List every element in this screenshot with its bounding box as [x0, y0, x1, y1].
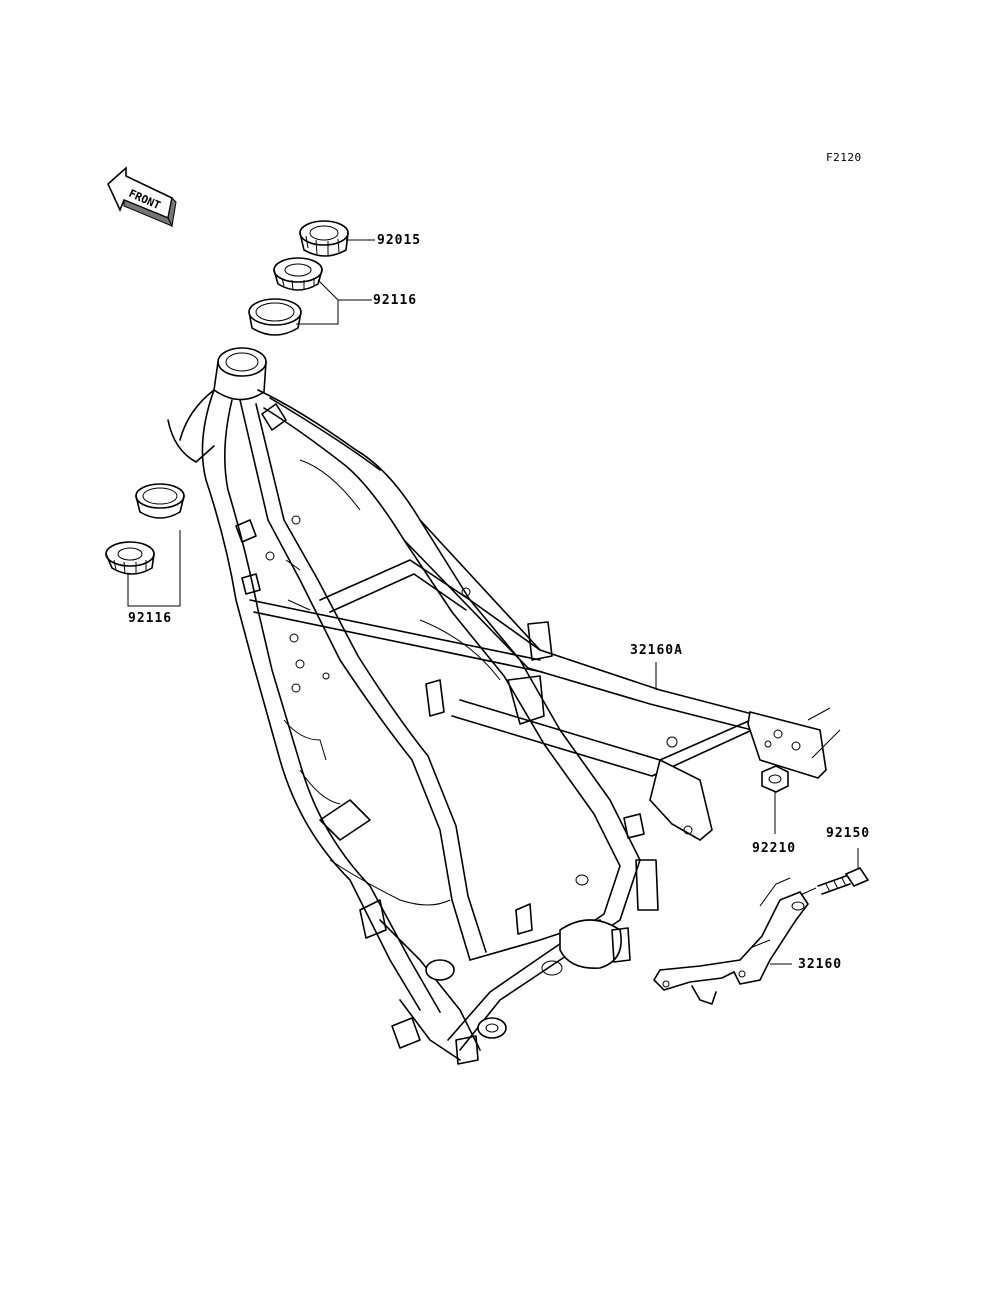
- lower-bearing-part: [105, 541, 155, 575]
- upper-bearing-part: [273, 257, 323, 291]
- stem-nut-part: [299, 220, 375, 257]
- nut-part: [761, 765, 789, 834]
- stay-part: [652, 877, 809, 1005]
- upper-race-part: [248, 298, 302, 336]
- figure-id: F2120: [826, 151, 862, 164]
- part-label-lower-bearing: 92116: [128, 611, 173, 626]
- bolt-part: [797, 848, 870, 897]
- upper-bearing-leader: [296, 279, 372, 325]
- part-label-stay: 32160: [798, 957, 843, 972]
- part-label-bolt: 92150: [826, 826, 871, 841]
- lower-bearing-leader: [127, 530, 181, 607]
- part-label-nut: 92210: [752, 841, 797, 856]
- part-label-stem-nut: 92015: [377, 233, 422, 248]
- lower-race-part: [135, 483, 185, 519]
- part-label-upper-bearing: 92116: [373, 293, 418, 308]
- main-frame-part: [167, 347, 841, 1065]
- part-label-subframe: 32160A: [630, 643, 683, 658]
- front-arrow-icon: FRONT: [107, 166, 177, 228]
